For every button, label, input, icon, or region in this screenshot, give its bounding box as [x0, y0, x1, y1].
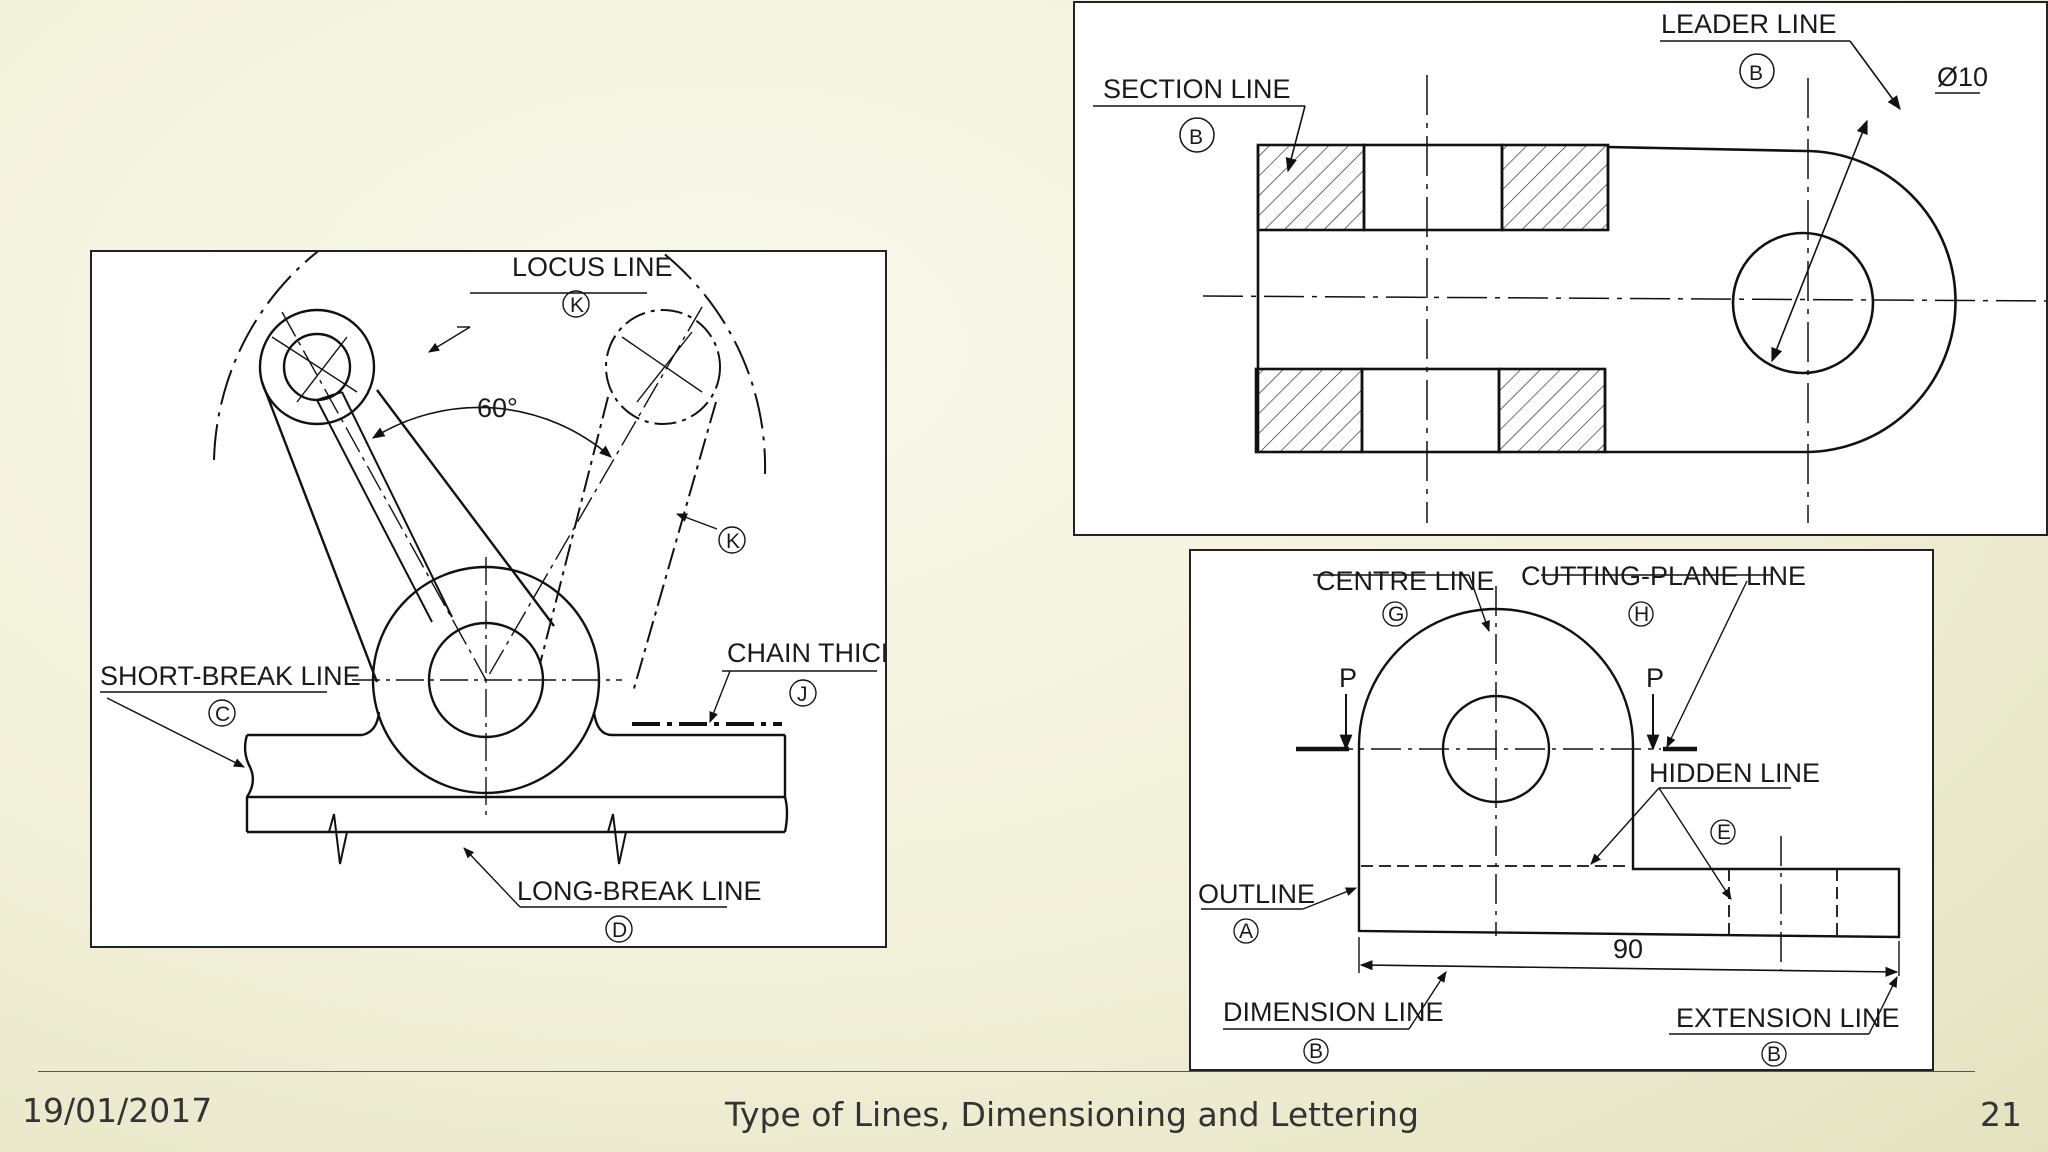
base-top-left	[247, 711, 381, 737]
dimension-line-code: B	[1309, 1040, 1323, 1063]
extension-line-code: B	[1767, 1043, 1781, 1066]
footer-divider	[38, 1071, 1975, 1072]
top-right-drawing-panel: SECTION LINE B LEADER LINE B Ø10	[1073, 1, 2048, 536]
bracket-outline	[1357, 607, 1901, 939]
base-top-right	[592, 711, 785, 737]
hidden-line-label: HIDDEN LINE	[1649, 758, 1820, 788]
short-break-line-code: C	[215, 703, 230, 726]
long-break-line-code: D	[612, 919, 627, 942]
bottom-right-drawing-panel: CENTRE LINE G CUTTING-PLANE LINE H P P H…	[1189, 549, 1934, 1071]
chain-thick-label: CHAIN THICK	[727, 638, 887, 668]
short-break-right	[783, 735, 789, 833]
centre-line-label: CENTRE LINE	[1316, 566, 1495, 596]
hidden-line-code: E	[1717, 821, 1731, 844]
left-drawing-panel: LOCUS LINE K K 60° SHORT-BREAK LINE C CH…	[90, 250, 887, 948]
dimension-line-label: DIMENSION LINE	[1223, 997, 1444, 1027]
locus-line-code: K	[570, 294, 584, 317]
long-break-line-label: LONG-BREAK LINE	[517, 876, 762, 906]
angle-arc	[371, 406, 612, 458]
outline-code: A	[1239, 920, 1253, 943]
leader-line-code: B	[1749, 62, 1763, 85]
section-line-code: B	[1189, 126, 1203, 149]
bottom-right-drawing: CENTRE LINE G CUTTING-PLANE LINE H P P H…	[1198, 561, 1901, 1067]
long-break-line	[247, 813, 785, 865]
footer-title: Type of Lines, Dimensioning and Letterin…	[725, 1095, 1419, 1134]
short-break-line-label: SHORT-BREAK LINE	[100, 661, 361, 691]
cutting-plane-line-label: CUTTING-PLANE LINE	[1521, 561, 1806, 591]
centre-line-code: G	[1388, 603, 1404, 626]
extension-line-label: EXTENSION LINE	[1676, 1003, 1900, 1033]
locus-arc	[213, 252, 767, 475]
left-drawing: LOCUS LINE K K 60° SHORT-BREAK LINE C CH…	[100, 252, 887, 943]
diameter-label: Ø10	[1937, 62, 1988, 92]
footer-date: 19/01/2017	[22, 1091, 213, 1130]
locus-line-label: LOCUS LINE	[512, 252, 673, 282]
short-break-left	[243, 734, 255, 832]
top-right-drawing: SECTION LINE B LEADER LINE B Ø10	[1093, 9, 2046, 523]
section-line-label: SECTION LINE	[1103, 74, 1291, 104]
locus-line-code-2: K	[726, 530, 740, 553]
dimension-value: 90	[1613, 934, 1643, 964]
section-mark-right: P	[1646, 663, 1664, 693]
page-number: 21	[1980, 1095, 2022, 1134]
section-mark-left: P	[1339, 663, 1357, 693]
outline-label: OUTLINE	[1198, 879, 1315, 909]
leader-line-label: LEADER LINE	[1661, 9, 1837, 39]
cutting-plane-line-code: H	[1634, 603, 1649, 626]
angle-label: 60°	[477, 393, 518, 423]
chain-thick-code: J	[797, 683, 808, 706]
